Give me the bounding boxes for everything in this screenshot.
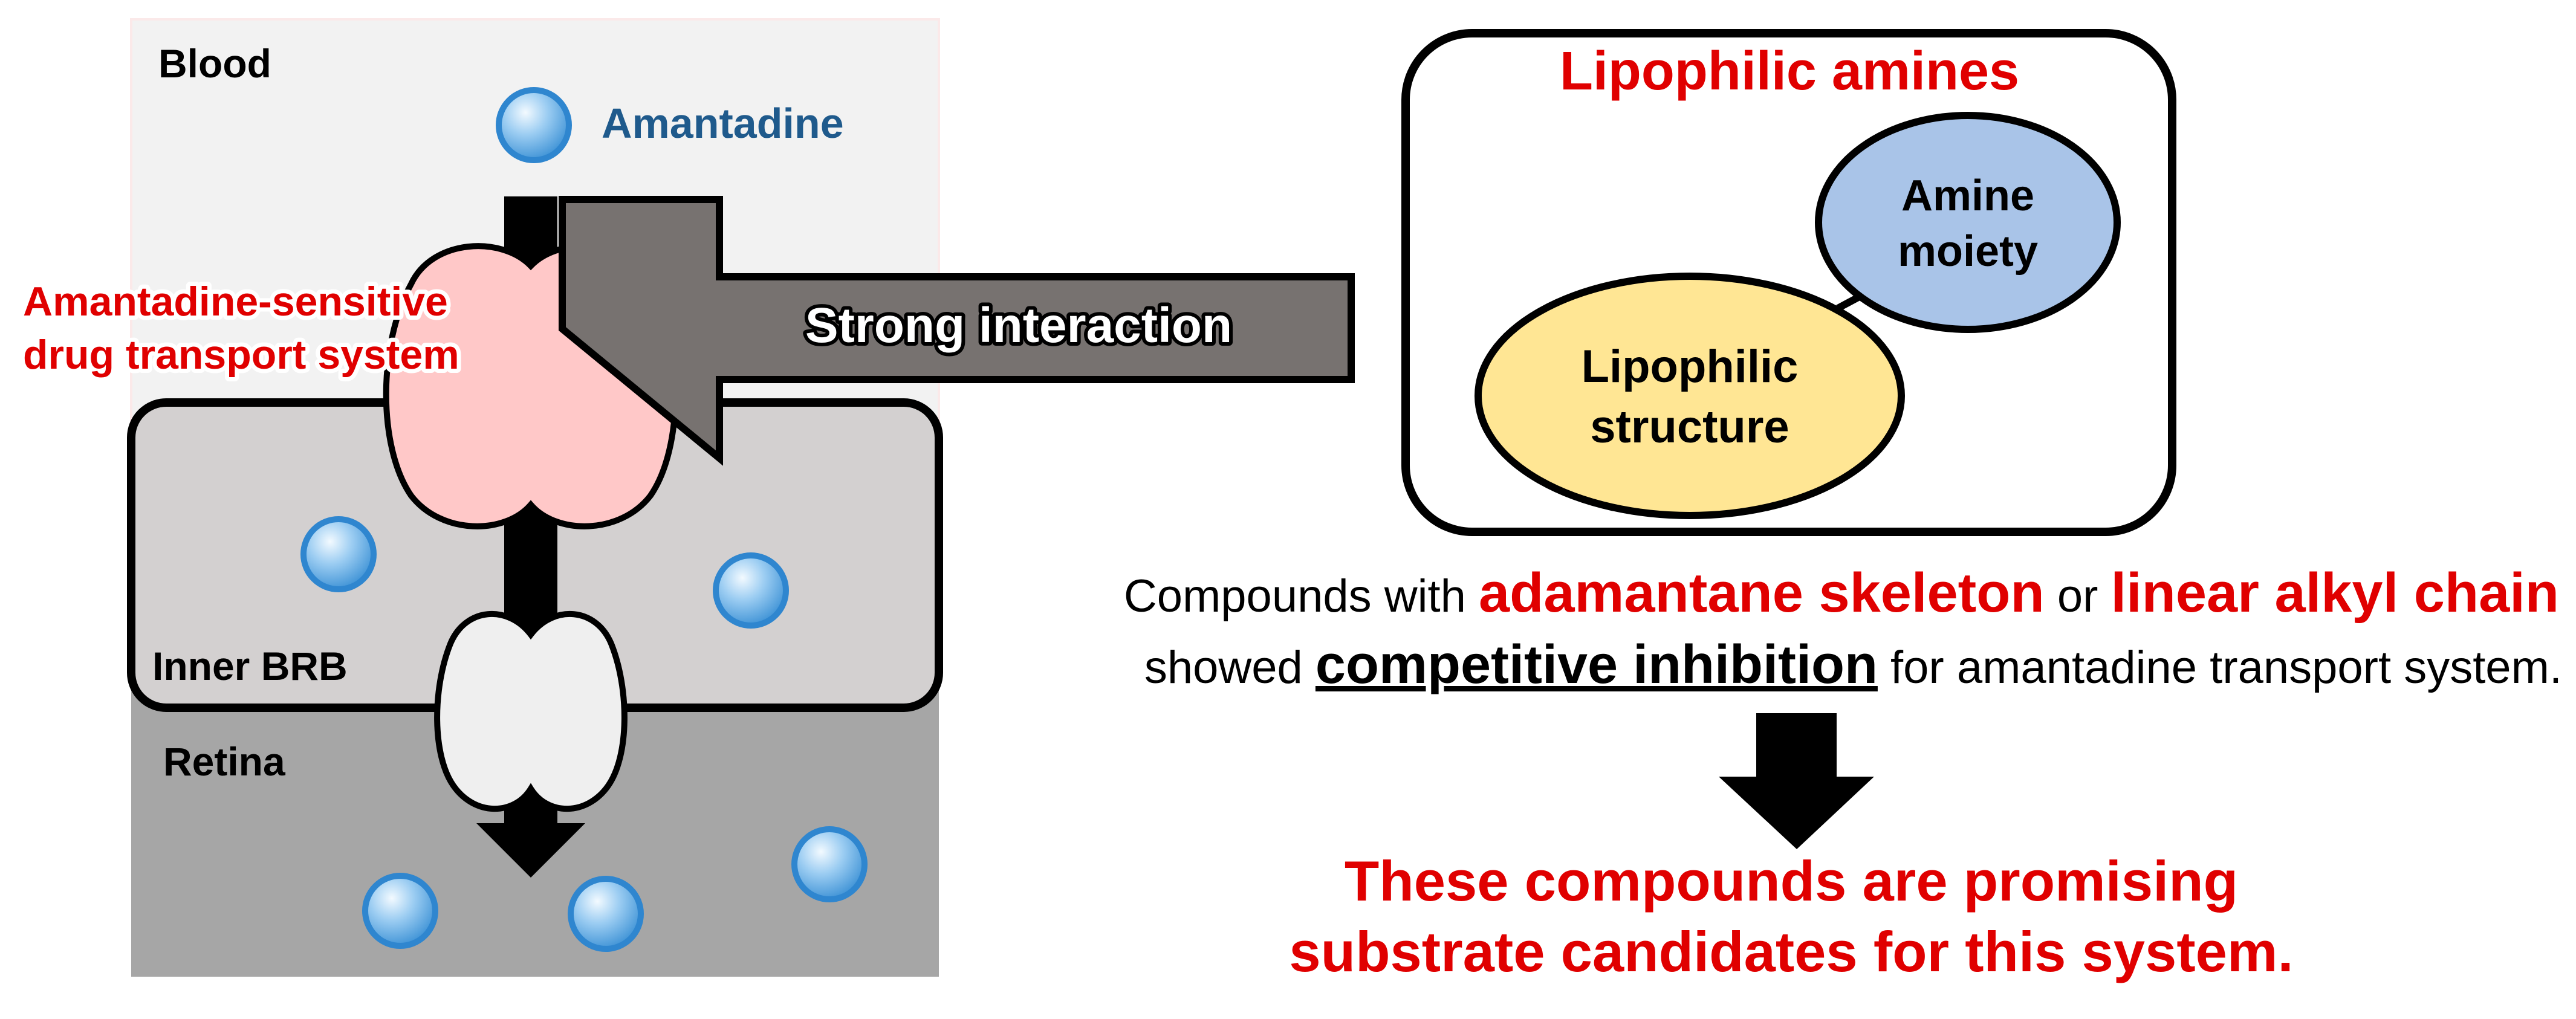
amantadine-molecule-icon — [496, 87, 572, 163]
down-arrow-icon — [1719, 713, 1874, 849]
conclusion: These compounds are promising substrate … — [1289, 849, 2293, 983]
brb-transporter — [434, 610, 628, 812]
inner-brb-label: Inner BRB — [152, 644, 348, 688]
lipophilic-structure-ellipse — [1475, 273, 1905, 519]
amantadine-molecule-icon — [568, 876, 644, 952]
statement: Compounds with adamantane skeleton or li… — [1124, 562, 2562, 695]
statement-line2-prefix: showed — [1144, 642, 1316, 693]
statement-line2: showed competitive inhibition for amanta… — [1144, 635, 2562, 695]
statement-line1-middle: or — [2045, 571, 2111, 622]
amantadine-molecule-icon — [713, 552, 789, 629]
statement-line1-prefix: Compounds with — [1124, 571, 1479, 622]
amantadine-molecule-icon — [791, 826, 868, 902]
statement-emphasis-competitive-inhibition: competitive inhibition — [1316, 635, 1878, 695]
retina-label: Retina — [163, 739, 286, 784]
statement-line2-suffix: for amantadine transport system. — [1878, 642, 2562, 693]
conclusion-line2: substrate candidates for this system. — [1289, 920, 2293, 983]
blood-label: Blood — [158, 41, 271, 86]
conclusion-line1: These compounds are promising — [1345, 849, 2238, 913]
amine-moiety-line2: moiety — [1898, 227, 2038, 276]
amine-moiety-ellipse — [1815, 112, 2121, 333]
amantadine-molecule-icon — [300, 516, 377, 592]
lipophilic-amines-box: Lipophilic amines Amine moiety Lipophili… — [1401, 29, 2176, 536]
amine-moiety-line1: Amine — [1901, 172, 2034, 220]
lipophilic-structure-line1: Lipophilic — [1582, 341, 1799, 392]
statement-highlight-adamantane: adamantane skeleton — [1479, 562, 2045, 624]
strong-interaction-label: Strong interaction — [805, 298, 1232, 353]
transporter-label-line2: drug transport system — [23, 332, 459, 378]
amantadine-molecule-icon — [362, 873, 438, 949]
transport-arrow-head-icon — [476, 823, 585, 878]
statement-line1: Compounds with adamantane skeleton or li… — [1124, 562, 2559, 624]
lipophilic-amines-title: Lipophilic amines — [1560, 41, 2019, 102]
amantadine-label: Amantadine — [602, 100, 844, 147]
strong-interaction-arrow: Strong interaction — [559, 196, 1355, 466]
lipophilic-structure-line2: structure — [1590, 401, 1789, 453]
arrow-icon — [559, 196, 1355, 466]
transporter-label-line1: Amantadine-sensitive — [23, 279, 448, 325]
left-panel: Blood Amantadine Amantadine-sensitive dr… — [19, 18, 943, 977]
statement-highlight-alkyl-chain: linear alkyl chain — [2111, 562, 2559, 624]
